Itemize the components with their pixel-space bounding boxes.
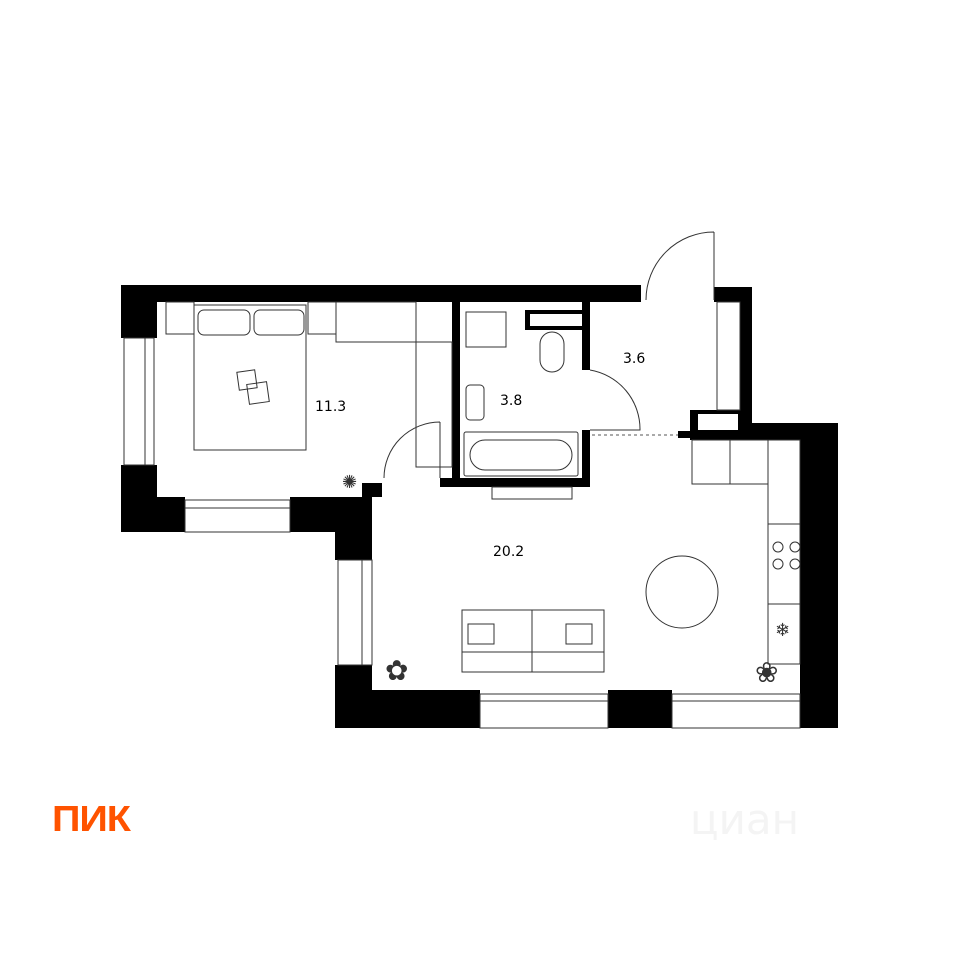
doors xyxy=(383,231,715,479)
area-label-bedroom: 11.3 xyxy=(315,399,346,415)
svg-text:✺: ✺ xyxy=(342,472,357,493)
bed xyxy=(193,304,307,451)
area-label-hallway: 3.6 xyxy=(623,351,645,367)
room-area-labels: 11.3 3.8 3.6 20.2 xyxy=(315,351,645,560)
svg-text:✿: ✿ xyxy=(385,654,408,687)
svg-text:❀: ❀ xyxy=(755,656,778,689)
pik-logo: ПИК xyxy=(52,798,131,839)
furniture: ✺ ✿ ❀ ❄ xyxy=(165,301,801,689)
cian-watermark: циан xyxy=(690,795,800,844)
svg-text:❄: ❄ xyxy=(775,620,790,641)
walls xyxy=(121,285,838,728)
area-label-living-kitchen: 20.2 xyxy=(493,544,524,560)
area-label-bathroom: 3.8 xyxy=(500,393,522,409)
windows xyxy=(123,301,801,729)
